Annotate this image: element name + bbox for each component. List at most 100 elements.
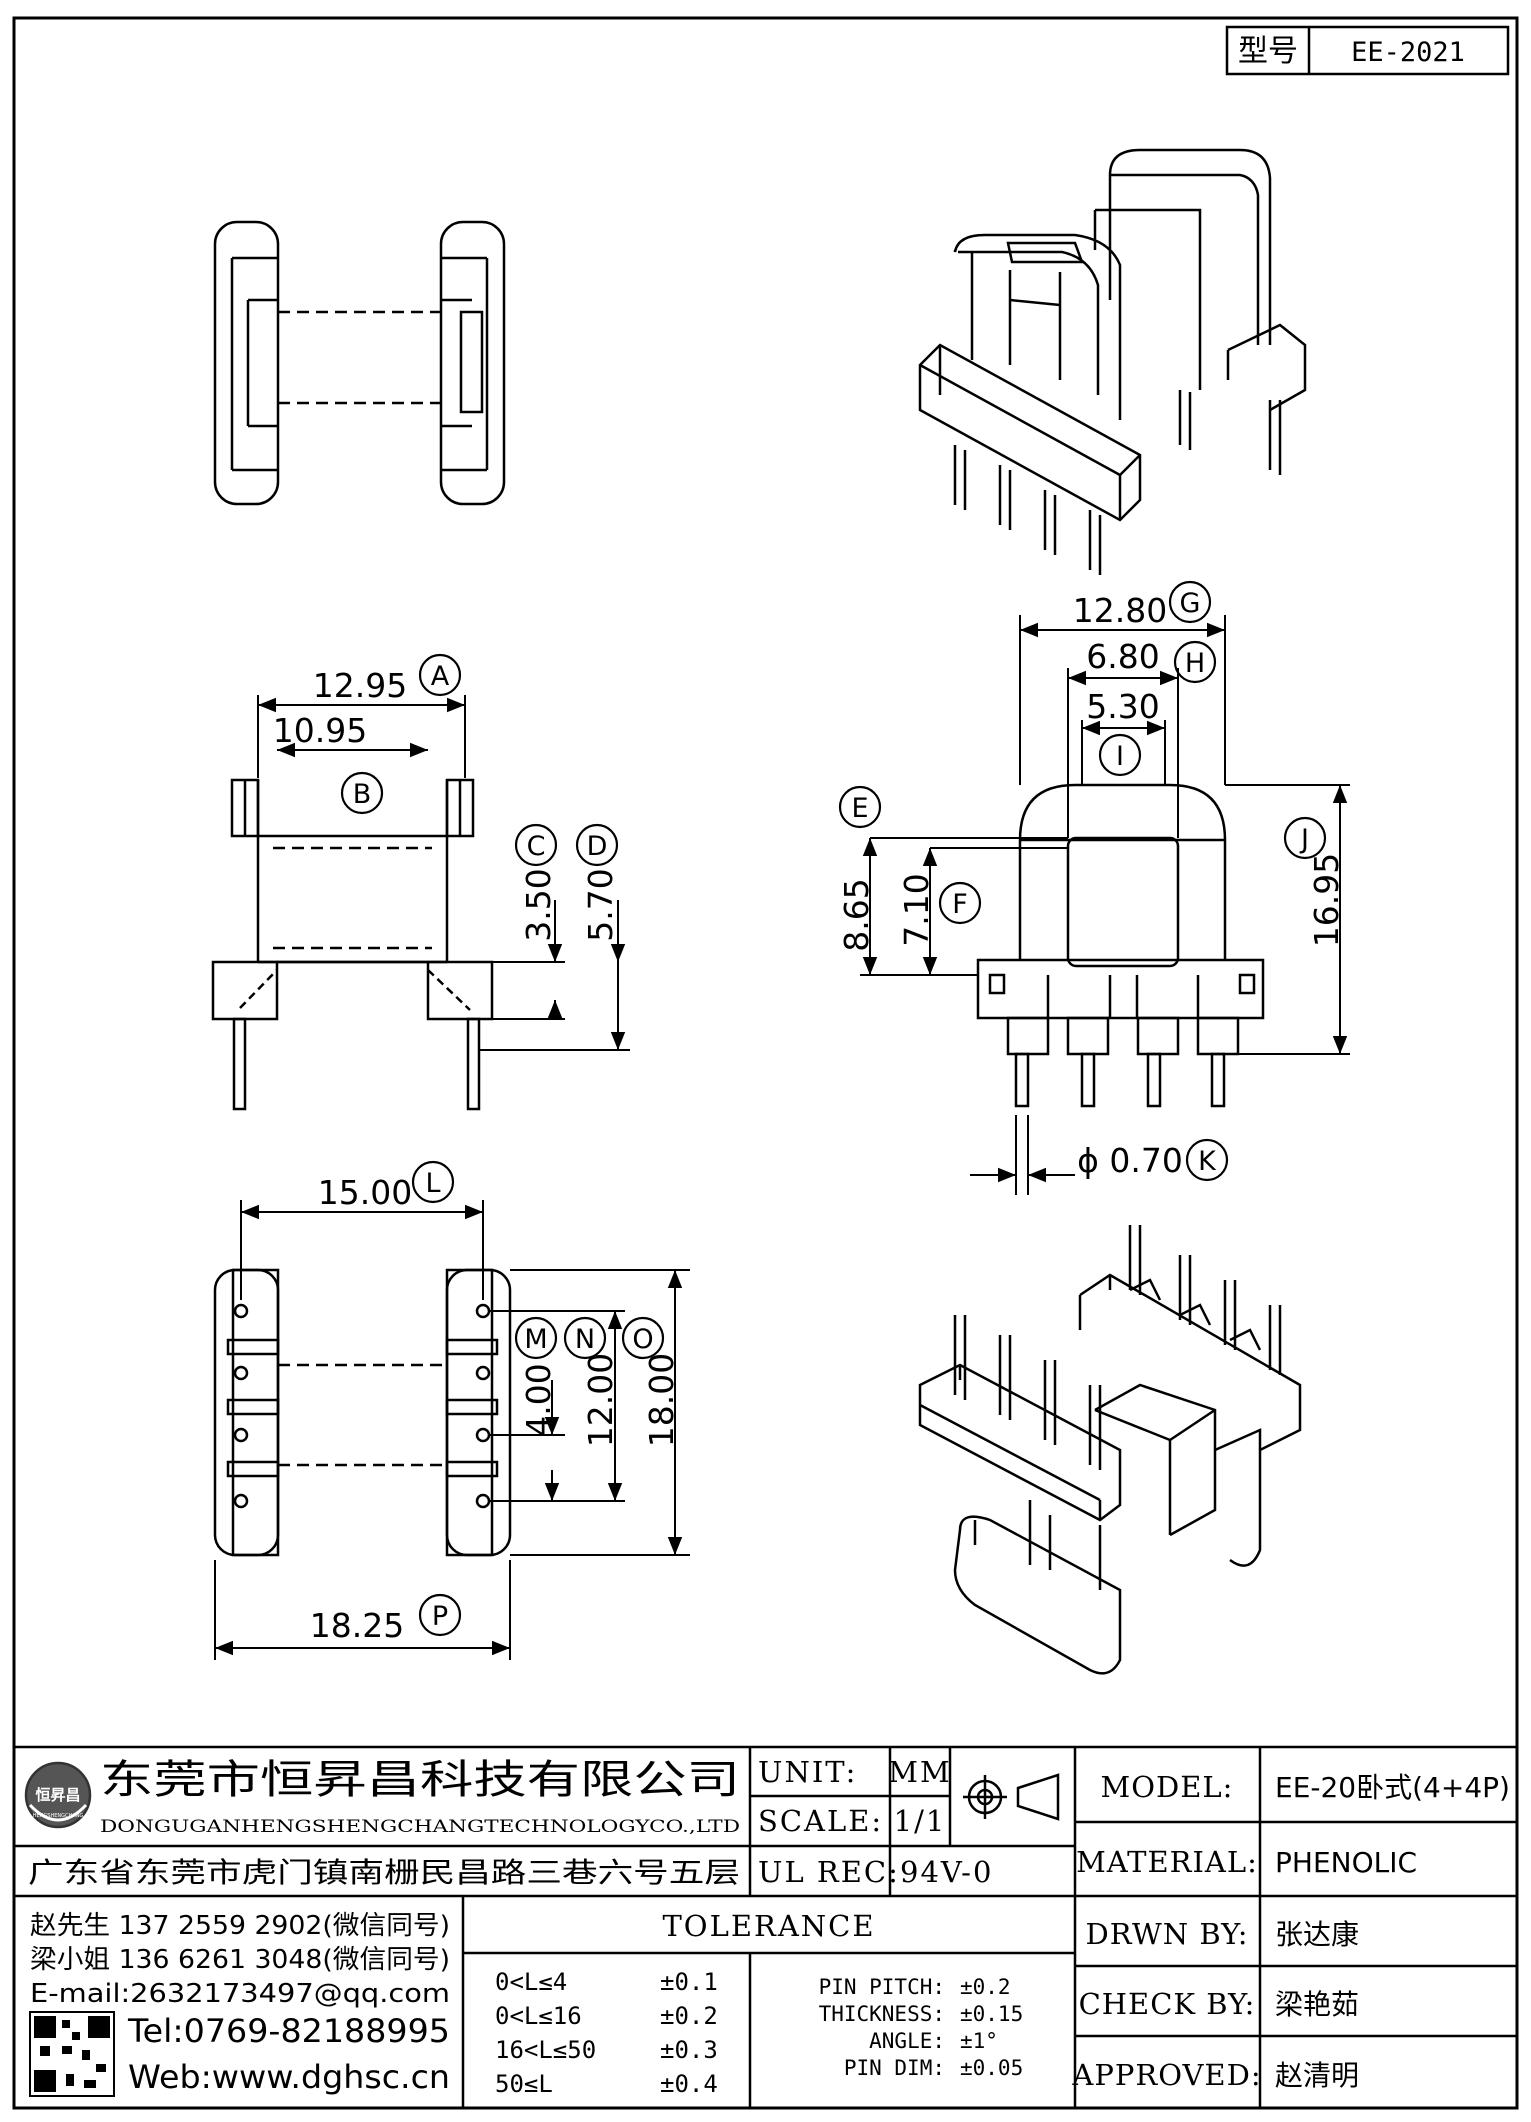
- dim-callout-j: J: [1299, 824, 1309, 855]
- part-number: EE-2021: [1351, 37, 1465, 68]
- contact-2: 梁小姐 136 6261 3048(微信同号): [30, 1945, 450, 1975]
- top-view: [213, 220, 506, 506]
- logo-text: 恒昇昌: [35, 1786, 80, 1804]
- dim-callout-circle-g: [1168, 580, 1212, 624]
- dim-callout-f: F: [952, 889, 968, 920]
- tolerance-extra-label: ANGLE:: [869, 2029, 945, 2053]
- dim-callout-circle-n: [563, 1316, 607, 1360]
- side-view: [211, 778, 494, 1111]
- tolerance-extra-value: ±0.15: [960, 2002, 1023, 2026]
- dim-callout-circle-l: [411, 1160, 455, 1204]
- dim-value-h: 6.80: [1086, 637, 1159, 676]
- dim-callout-circle-b: [340, 771, 384, 815]
- dim-callout-a: A: [431, 661, 450, 692]
- dim-callout-i: I: [1116, 741, 1124, 772]
- dim-callout-circle-j: [1283, 816, 1327, 860]
- dim-callout-circle-i: [1098, 733, 1142, 777]
- title-block-grid: [14, 1745, 1517, 2108]
- info-label: MATERIAL:: [1076, 1845, 1258, 1879]
- qr-code: [29, 2011, 115, 2097]
- tolerance-value: ±0.1: [660, 1968, 718, 1996]
- dim-value-o: 18.00: [642, 1353, 681, 1447]
- company-logo: [24, 1761, 92, 1829]
- dim-value-b: 10.95: [273, 711, 367, 750]
- dim-value-c: 3.50: [519, 868, 558, 941]
- info-value: PHENOLIC: [1275, 1846, 1417, 1879]
- info-value: 张达康: [1275, 1918, 1359, 1951]
- tolerance-table: 0<L≤4±0.10<L≤16±0.216<L≤50±0.350≤L±0.4PI…: [495, 1968, 1023, 2098]
- dim-callout-circle-m: [514, 1316, 558, 1360]
- dim-value-f: 7.10: [897, 873, 936, 946]
- tolerance-value: ±0.3: [660, 2036, 718, 2064]
- info-label: MODEL:: [1101, 1770, 1234, 1804]
- ul-value: 94V-0: [900, 1855, 993, 1889]
- info-value: 赵清明: [1275, 2059, 1359, 2092]
- dim-value-d: 5.70: [581, 868, 620, 941]
- dim-callout-l: L: [425, 1168, 440, 1199]
- dim-callout-circle-c: [514, 823, 558, 867]
- scale-value: 1/1: [894, 1804, 947, 1838]
- dim-callout-circle-e: [838, 785, 882, 829]
- company-name-en: DONGUGANHENGSHENGCHANGTECHNOLOGYCO.,LTD: [100, 1817, 740, 1837]
- dim-value-k: ϕ 0.70: [1077, 1141, 1183, 1180]
- tolerance-extra-value: ±1°: [960, 2029, 998, 2053]
- dim-callout-circle-d: [575, 823, 619, 867]
- dim-callout-circle-f: [938, 881, 982, 925]
- info-label: CHECK BY:: [1079, 1987, 1256, 2021]
- bottom-view: [213, 1268, 512, 1557]
- front-view-dimensions: [860, 615, 1350, 1195]
- tolerance-extra-label: PIN DIM:: [844, 2056, 945, 2080]
- tolerance-range: 0<L≤16: [495, 2002, 582, 2030]
- bottom-view-dimensions: [214, 1200, 690, 1660]
- contact-1: 赵先生 137 2559 2902(微信同号): [30, 1911, 450, 1941]
- dim-callout-circle-p: [418, 1593, 462, 1637]
- unit-label: UNIT:: [758, 1755, 857, 1789]
- dim-callout-k: K: [1198, 1146, 1217, 1177]
- dim-callout-h: H: [1185, 648, 1205, 679]
- dim-value-n: 12.00: [581, 1353, 620, 1447]
- dim-callout-m: M: [524, 1324, 547, 1355]
- logo-sub: HENGSHENGCHANG: [33, 1813, 84, 1819]
- dim-callout-c: C: [527, 831, 546, 862]
- dim-callout-g: G: [1180, 588, 1201, 619]
- tolerance-extra-label: PIN PITCH:: [819, 1975, 945, 1999]
- ul-label: UL REC:: [758, 1855, 900, 1889]
- tolerance-range: 0<L≤4: [495, 1968, 567, 1996]
- dim-value-m: 4.00: [519, 1363, 558, 1436]
- info-label: APPROVED:: [1071, 2058, 1261, 2092]
- info-value: EE-20卧式(4+4P): [1275, 1771, 1510, 1804]
- info-label: DRWN BY:: [1086, 1917, 1249, 1951]
- contact-email: E-mail:2632173497@qq.com: [30, 1979, 450, 2009]
- dim-callout-e: E: [851, 793, 868, 824]
- front-view: [976, 783, 1265, 1108]
- dim-value-g: 12.80: [1073, 591, 1167, 630]
- dim-value-p: 18.25: [310, 1606, 404, 1645]
- header-box: [1225, 25, 1510, 76]
- type-label: 型号: [1238, 34, 1298, 69]
- info-value: 梁艳茹: [1275, 1988, 1359, 2021]
- tolerance-extra-value: ±0.05: [960, 2056, 1023, 2080]
- dim-value-a: 12.95: [313, 666, 407, 705]
- side-view-dimensions: [257, 695, 630, 1051]
- tel: Tel:0769-82188995: [127, 2012, 450, 2050]
- tolerance-value: ±0.2: [660, 2002, 718, 2030]
- company-name-cn: 东莞市恒昇昌科技有限公司: [100, 1757, 740, 1803]
- dim-callout-p: P: [432, 1601, 448, 1632]
- dim-callout-circle-o: [621, 1316, 665, 1360]
- dim-callout-b: B: [353, 779, 372, 810]
- dim-callout-n: N: [575, 1324, 595, 1355]
- web: Web:www.dghsc.cn: [128, 2058, 450, 2096]
- tolerance-extra-value: ±0.2: [960, 1975, 1011, 1999]
- tolerance-extra-label: THICKNESS:: [819, 2002, 945, 2026]
- dim-callout-circle-a: [418, 653, 462, 697]
- sheet-border: [12, 16, 1519, 2110]
- tolerance-value: ±0.4: [660, 2070, 718, 2098]
- tolerance-range: 50≤L: [495, 2070, 553, 2098]
- dim-value-l: 15.00: [318, 1173, 412, 1212]
- dim-callout-o: O: [632, 1324, 653, 1355]
- scale-label: SCALE:: [758, 1804, 883, 1838]
- isometric-view-bottom: [918, 1225, 1302, 1675]
- dim-callout-d: D: [587, 831, 608, 862]
